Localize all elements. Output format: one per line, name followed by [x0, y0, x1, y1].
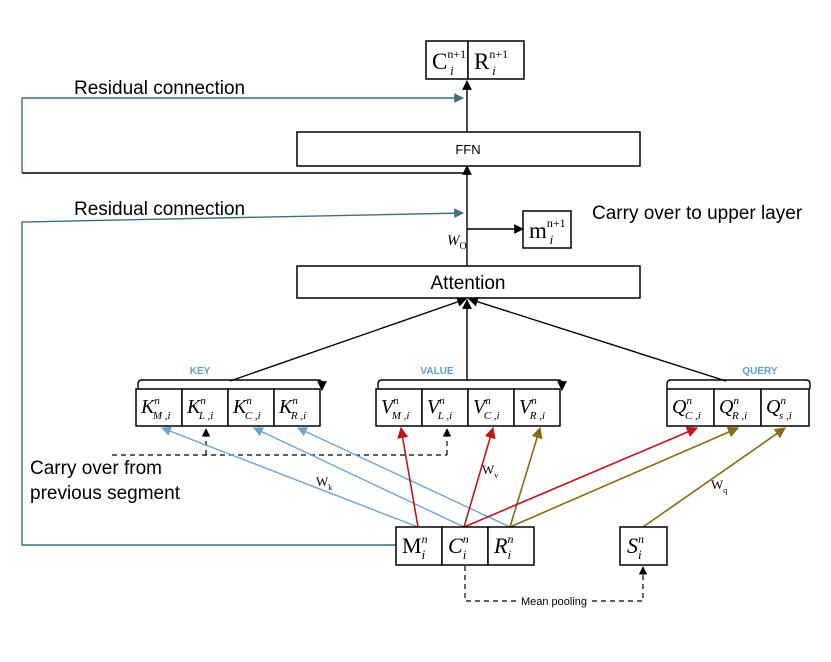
ffn-box	[296, 131, 641, 167]
value-group-bracket	[377, 379, 567, 391]
value-r-box	[513, 388, 561, 427]
attention-label: Attention	[431, 273, 506, 294]
query-group-label: QUERY	[742, 366, 778, 377]
input-r-box	[487, 526, 535, 566]
key-m-box	[135, 388, 183, 427]
query-s-box	[760, 388, 810, 427]
carry-prev-label-line1: Carry over from	[30, 458, 162, 479]
query-group-bracket	[666, 379, 811, 389]
output-r-box	[467, 40, 525, 80]
key-to-attention-arrow	[229, 297, 467, 382]
wk-arrow-m-to-km	[161, 426, 419, 528]
wo-label: WO	[447, 233, 467, 252]
residual-line-bottom	[21, 208, 464, 546]
mean-pooling-line	[464, 566, 648, 602]
residual-label-top: Residual connection	[74, 78, 245, 99]
carry-prev-label-line2: previous segment	[30, 483, 181, 504]
value-m-box	[375, 388, 423, 427]
value-group-label: VALUE	[420, 366, 453, 377]
wv-arrow-r-to-vr	[509, 426, 543, 528]
query-c-box	[666, 388, 715, 427]
key-group-label: KEY	[190, 366, 211, 377]
input-s-box	[619, 526, 668, 566]
residual-label-bottom: Residual connection	[74, 199, 245, 220]
key-c-box	[227, 388, 275, 427]
wv-arrow-c-to-vc	[463, 426, 496, 528]
wq-arrow-r-to-qr	[509, 426, 740, 528]
attention-box	[296, 265, 641, 299]
key-r-box	[273, 388, 321, 427]
memory-output-box	[522, 210, 572, 249]
ffn-label: FFN	[455, 142, 480, 157]
wk-label: Wk	[316, 474, 332, 492]
mean-pooling-label-bg	[518, 594, 590, 608]
output-c-box	[425, 40, 469, 80]
query-to-attention-arrow	[468, 297, 727, 382]
mean-pooling-label: Mean pooling	[521, 596, 587, 608]
wq-arrow-s-to-qs	[642, 427, 786, 528]
wk-arrow-c-to-kc	[253, 427, 465, 528]
wk-arrow-r-to-kr	[297, 427, 511, 528]
wq-label: Wq	[711, 477, 727, 495]
value-l-box	[421, 388, 469, 427]
wv-label: Wv	[482, 462, 498, 480]
residual-line-top	[21, 93, 464, 173]
query-r-box	[713, 388, 762, 427]
carry-up-label: Carry over to upper layer	[592, 203, 803, 224]
key-group-bracket	[137, 379, 327, 391]
value-c-box	[467, 388, 515, 427]
wq-arrow-c-to-qc	[463, 426, 699, 528]
input-c-box	[441, 526, 489, 566]
wv-arrow-m-to-vm	[397, 426, 419, 528]
